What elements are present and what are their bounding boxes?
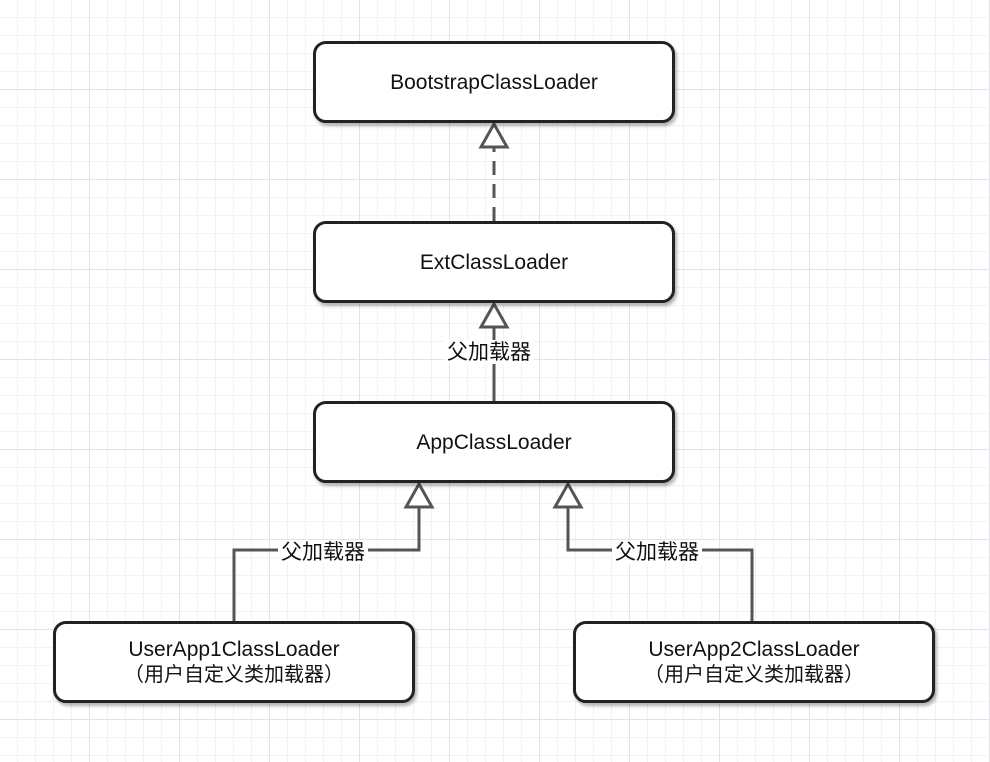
node-userapp2-classloader[interactable]: UserApp2ClassLoader （用户自定义类加载器） bbox=[573, 621, 935, 703]
node-userapp1-classloader[interactable]: UserApp1ClassLoader （用户自定义类加载器） bbox=[53, 621, 415, 703]
node-bootstrap-classloader[interactable]: BootstrapClassLoader bbox=[313, 41, 675, 123]
node-ext-classloader[interactable]: ExtClassLoader bbox=[313, 221, 675, 303]
edge-label-user2-to-app: 父加载器 bbox=[612, 540, 702, 564]
node-label: BootstrapClassLoader bbox=[390, 70, 598, 94]
arrowhead-app-left bbox=[403, 480, 435, 509]
node-sublabel: （用户自定义类加载器） bbox=[124, 662, 344, 686]
node-label: ExtClassLoader bbox=[419, 250, 569, 274]
arrowhead-app-right bbox=[552, 480, 584, 509]
node-label: AppClassLoader bbox=[416, 430, 572, 454]
edge-label-app-to-ext: 父加载器 bbox=[444, 340, 534, 364]
node-label: UserApp1ClassLoader bbox=[128, 638, 340, 661]
node-label: UserApp2ClassLoader bbox=[648, 638, 860, 661]
node-sublabel: （用户自定义类加载器） bbox=[644, 662, 864, 686]
edge-label-user1-to-app: 父加载器 bbox=[278, 540, 368, 564]
arrowhead-bootstrap bbox=[478, 120, 510, 149]
arrowhead-ext bbox=[478, 300, 510, 329]
node-app-classloader[interactable]: AppClassLoader bbox=[313, 401, 675, 483]
